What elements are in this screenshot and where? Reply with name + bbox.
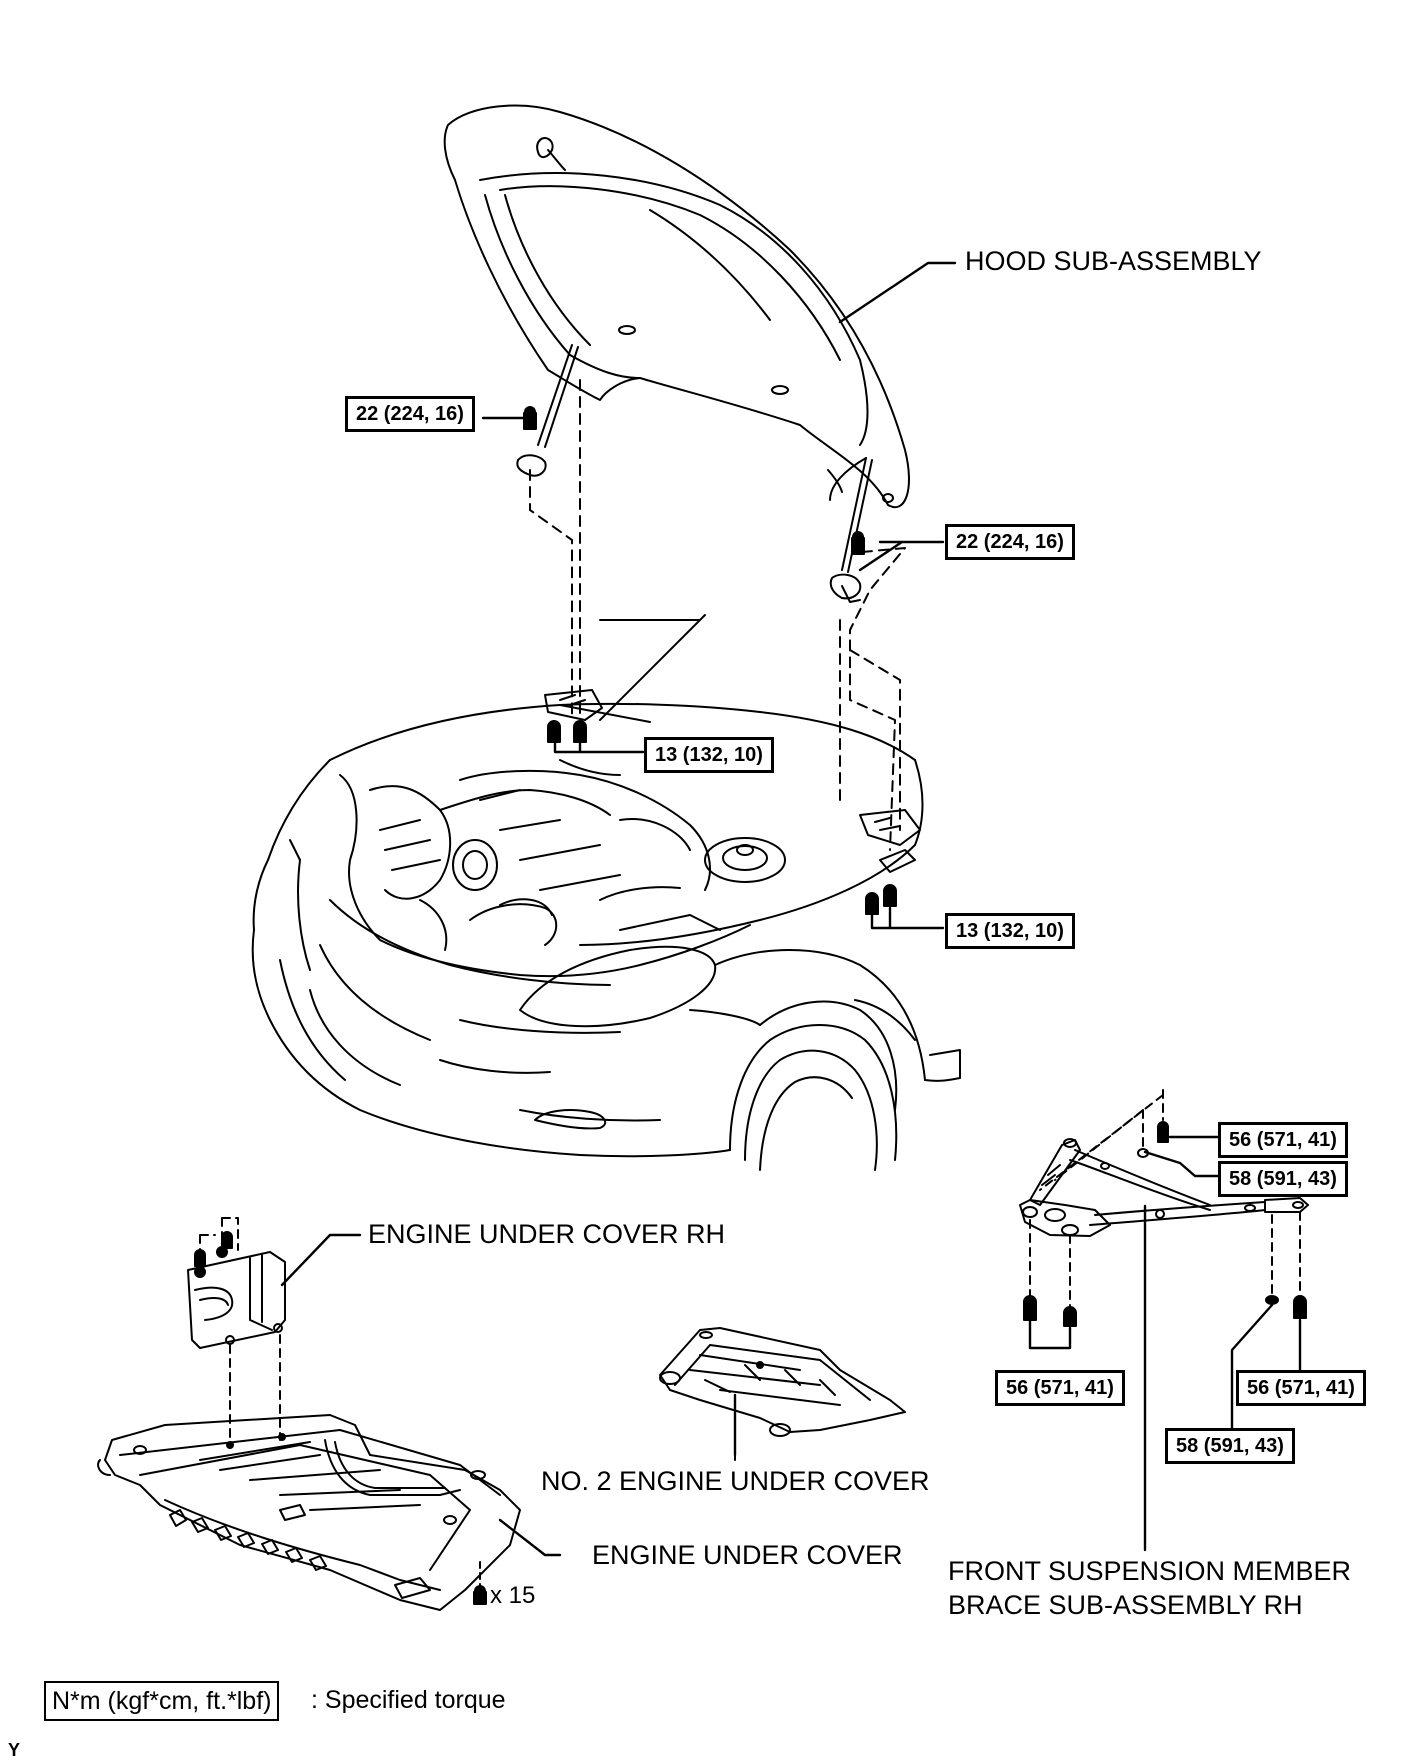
hood-sub-assembly-label: HOOD SUB-ASSEMBLY bbox=[965, 246, 1262, 276]
figure-id: Y bbox=[8, 1740, 21, 1760]
no2-engine-under-cover-label: NO. 2 ENGINE UNDER COVER bbox=[541, 1466, 930, 1496]
torque-brace-top-58: 58 (591, 43) bbox=[1218, 1161, 1348, 1197]
brace-label-line1: FRONT SUSPENSION MEMBER bbox=[948, 1556, 1352, 1586]
hood-hinge-left bbox=[544, 689, 603, 743]
brace-label-line2: BRACE SUB-ASSEMBLY RH bbox=[948, 1590, 1303, 1620]
brace-alignment-lines bbox=[1029, 1089, 1301, 1311]
front-suspension-member-brace bbox=[1019, 1121, 1309, 1237]
torque-hinge-left: 13 (132, 10) bbox=[644, 737, 774, 773]
rh-bolts bbox=[194, 1231, 233, 1267]
hood-hinge-right bbox=[859, 809, 921, 915]
no2-engine-under-cover bbox=[659, 1327, 906, 1461]
engine-under-cover-rh-label: ENGINE UNDER COVER RH bbox=[368, 1219, 726, 1249]
torque-brace-top-56: 56 (571, 41) bbox=[1218, 1122, 1348, 1158]
vehicle-front-body bbox=[251, 614, 961, 1171]
engine-under-cover-rh bbox=[187, 1246, 286, 1349]
hood-sub-assembly bbox=[443, 104, 910, 573]
engine-under-cover-label: ENGINE UNDER COVER bbox=[592, 1540, 903, 1570]
leader-lines bbox=[280, 261, 1302, 1557]
torque-brace-bottom-right-56: 56 (571, 41) bbox=[1236, 1370, 1366, 1406]
torque-hood-stay-right: 22 (224, 16) bbox=[945, 524, 1075, 560]
engine-under-cover bbox=[97, 1414, 521, 1611]
torque-unit-legend: N*m (kgf*cm, ft.*lbf) bbox=[44, 1681, 280, 1721]
hood-stay-bracket-left bbox=[516, 406, 547, 477]
hood-stay-bracket-right bbox=[829, 531, 865, 603]
torque-legend-description: : Specified torque bbox=[311, 1686, 506, 1714]
torque-hinge-right: 13 (132, 10) bbox=[945, 913, 1075, 949]
torque-brace-bottom-left-56: 56 (571, 41) bbox=[995, 1370, 1125, 1406]
torque-hood-stay-left: 22 (224, 16) bbox=[345, 396, 475, 432]
hood-alignment-lines bbox=[529, 379, 906, 851]
brace-bolts bbox=[1023, 1295, 1307, 1327]
bolt-count-label: x 15 bbox=[490, 1582, 536, 1609]
torque-brace-bottom-58: 58 (591, 43) bbox=[1165, 1428, 1295, 1464]
